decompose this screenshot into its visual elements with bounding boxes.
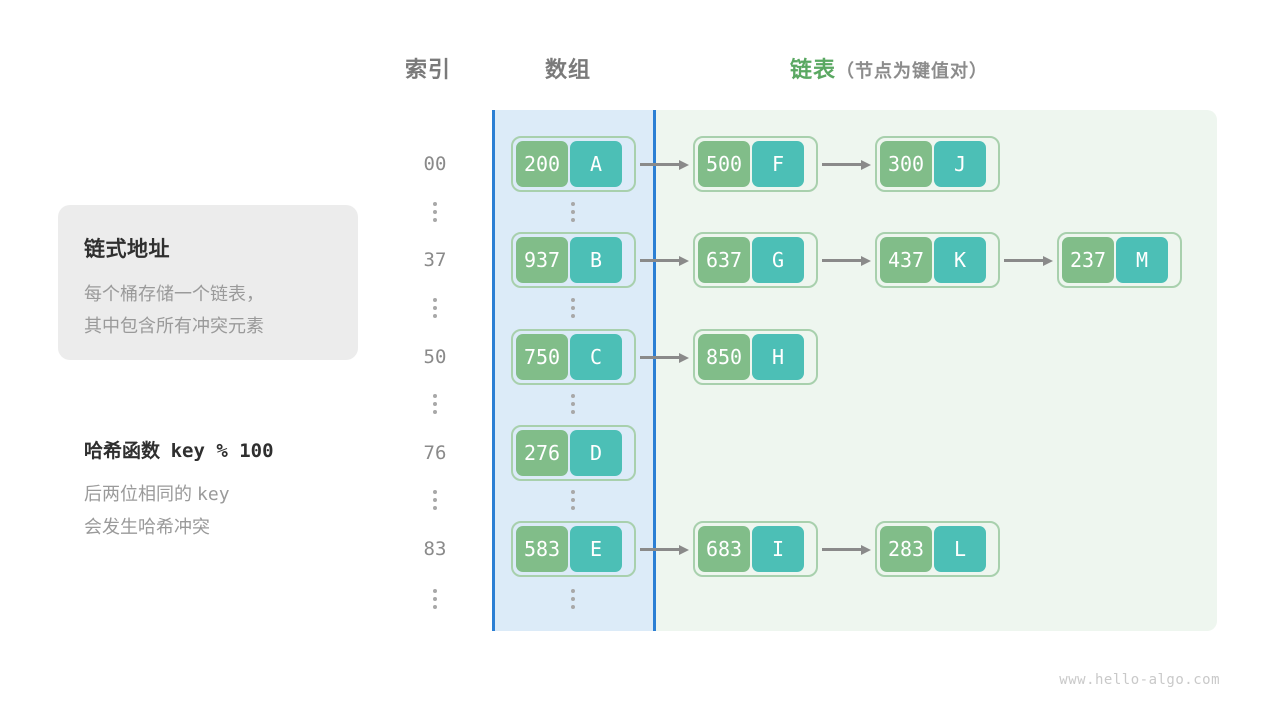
node-key: 937	[516, 237, 568, 283]
next-pointer-arrow	[822, 545, 871, 555]
arrow-head	[861, 545, 871, 555]
info-card-title: 链式地址	[84, 238, 170, 261]
next-pointer-arrow	[822, 160, 871, 170]
node-value: C	[570, 334, 622, 380]
hash-function-body-line-1-cn: 后两位相同的	[84, 484, 192, 504]
arrow-head	[679, 160, 689, 170]
bucket-index-label: 00	[423, 153, 447, 175]
index-ellipsis	[430, 589, 440, 609]
info-card-body: 每个桶存储一个链表， 其中包含所有冲突元素	[84, 278, 344, 342]
node-key: 237	[1062, 237, 1114, 283]
node-value: J	[934, 141, 986, 187]
index-ellipsis	[430, 490, 440, 510]
index-ellipsis	[430, 202, 440, 222]
node-key: 437	[880, 237, 932, 283]
node-key: 637	[698, 237, 750, 283]
arrow-head	[861, 256, 871, 266]
next-pointer-arrow	[640, 353, 689, 363]
node-value: E	[570, 526, 622, 572]
arrow-head	[679, 545, 689, 555]
node-value: K	[934, 237, 986, 283]
column-header-linkedlist-note: （节点为键值对）	[836, 61, 989, 81]
array-ellipsis	[568, 202, 578, 222]
column-header-index: 索引	[405, 57, 452, 82]
bucket-index-label: 76	[423, 442, 447, 464]
node-value: B	[570, 237, 622, 283]
hash-function-body-line-1: 后两位相同的 key	[84, 478, 364, 511]
node-key: 200	[516, 141, 568, 187]
node-key: 583	[516, 526, 568, 572]
hash-function-expression: key % 100	[170, 440, 274, 462]
hash-function-body: 后两位相同的 key 会发生哈希冲突	[84, 478, 364, 544]
node-key: 500	[698, 141, 750, 187]
node-value: A	[570, 141, 622, 187]
node-value: I	[752, 526, 804, 572]
column-header-linkedlist: 链表（节点为键值对）	[790, 52, 988, 84]
arrow-head	[1043, 256, 1053, 266]
node-value: L	[934, 526, 986, 572]
index-ellipsis	[430, 394, 440, 414]
column-header-array: 数组	[545, 57, 592, 82]
node-value: D	[570, 430, 622, 476]
next-pointer-arrow	[822, 256, 871, 266]
bucket-index-label: 37	[423, 249, 447, 271]
array-ellipsis	[568, 394, 578, 414]
bucket-index-label: 50	[423, 346, 447, 368]
arrow-shaft	[822, 548, 862, 551]
hash-function-body-line-2: 会发生哈希冲突	[84, 517, 210, 537]
next-pointer-arrow	[640, 256, 689, 266]
hash-function-label: 哈希函数	[84, 441, 161, 462]
arrow-shaft	[640, 356, 680, 359]
arrow-head	[679, 353, 689, 363]
index-ellipsis	[430, 298, 440, 318]
column-header-linkedlist-main: 链表	[790, 57, 837, 82]
next-pointer-arrow	[640, 545, 689, 555]
node-key: 283	[880, 526, 932, 572]
array-ellipsis	[568, 490, 578, 510]
next-pointer-arrow	[640, 160, 689, 170]
arrow-shaft	[640, 259, 680, 262]
node-key: 850	[698, 334, 750, 380]
info-card-line-2: 其中包含所有冲突元素	[84, 316, 264, 336]
next-pointer-arrow	[1004, 256, 1053, 266]
arrow-head	[861, 160, 871, 170]
arrow-shaft	[640, 548, 680, 551]
node-key: 683	[698, 526, 750, 572]
node-value: H	[752, 334, 804, 380]
arrow-shaft	[640, 163, 680, 166]
array-ellipsis	[568, 298, 578, 318]
hash-function-body-line-1-mono: key	[197, 484, 230, 505]
arrow-head	[679, 256, 689, 266]
hash-function-title: 哈希函数 key % 100	[84, 436, 274, 463]
info-card	[58, 205, 358, 360]
node-value: G	[752, 237, 804, 283]
node-key: 276	[516, 430, 568, 476]
node-key: 300	[880, 141, 932, 187]
watermark: www.hello-algo.com	[1059, 672, 1220, 688]
node-value: M	[1116, 237, 1168, 283]
bucket-index-label: 83	[423, 538, 447, 560]
arrow-shaft	[822, 163, 862, 166]
arrow-shaft	[822, 259, 862, 262]
node-key: 750	[516, 334, 568, 380]
arrow-shaft	[1004, 259, 1044, 262]
node-value: F	[752, 141, 804, 187]
array-ellipsis	[568, 589, 578, 609]
info-card-line-1: 每个桶存储一个链表，	[84, 284, 264, 304]
